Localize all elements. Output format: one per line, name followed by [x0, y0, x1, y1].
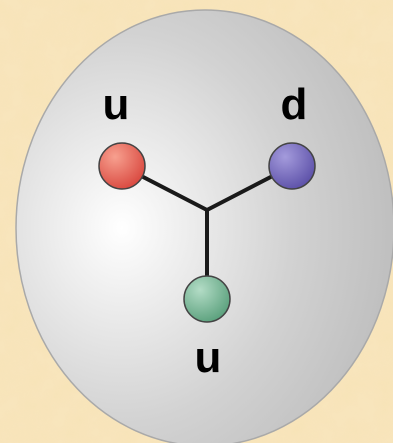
quark-up-2-sphere — [183, 275, 231, 323]
proton-body — [15, 9, 393, 443]
quark-down-label: d — [281, 80, 308, 129]
quark-up-2-label: u — [195, 333, 222, 382]
quark-down-sphere — [268, 142, 316, 190]
quark-up-1-label: u — [103, 80, 130, 129]
quark-up-1-sphere — [98, 142, 146, 190]
